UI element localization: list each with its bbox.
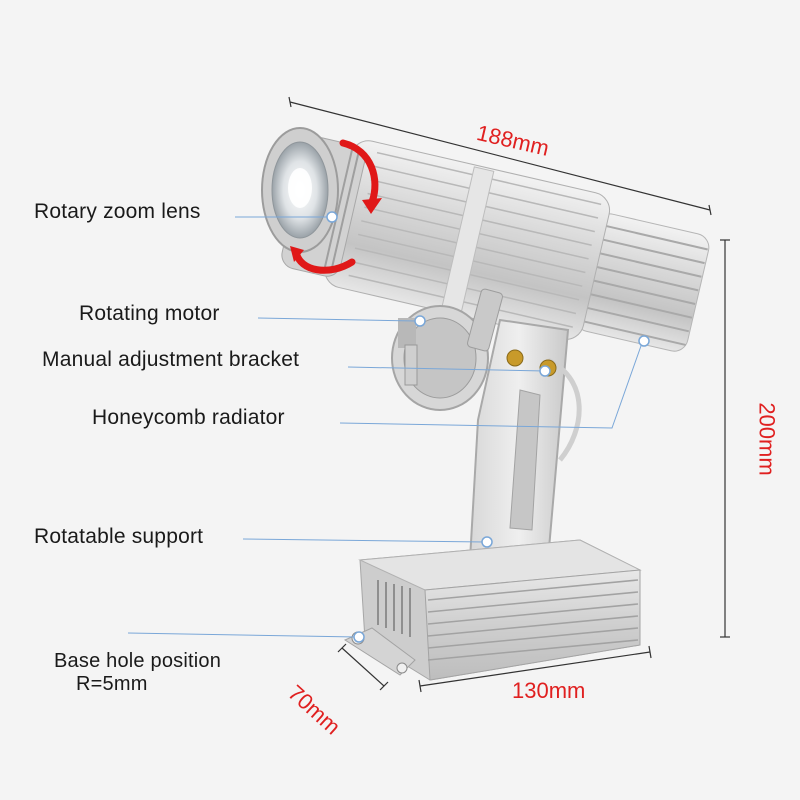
support-label: Rotatable support [34, 525, 204, 548]
support-arm [467, 288, 582, 561]
base-box [343, 539, 642, 681]
zoom-lens-label: Rotary zoom lens [34, 200, 201, 223]
dimension-height: 200mm [754, 402, 780, 476]
leader-markers [326, 211, 650, 643]
bracket-label: Manual adjustment bracket [42, 348, 300, 371]
projector-body [261, 127, 710, 352]
radiator-label: Honeycomb radiator [92, 406, 285, 429]
base-hole-radius-label: R=5mm [76, 673, 148, 695]
base-hole-label: Base hole position [54, 650, 222, 672]
dimension-width: 130mm [512, 678, 586, 703]
bracket-knob [506, 349, 524, 367]
honeycomb-radiator [281, 137, 710, 352]
dimension-lines [288, 96, 730, 693]
rotating-motor [391, 305, 489, 411]
leader-lines [127, 216, 643, 638]
rotating-motor-label: Rotating motor [79, 302, 220, 325]
